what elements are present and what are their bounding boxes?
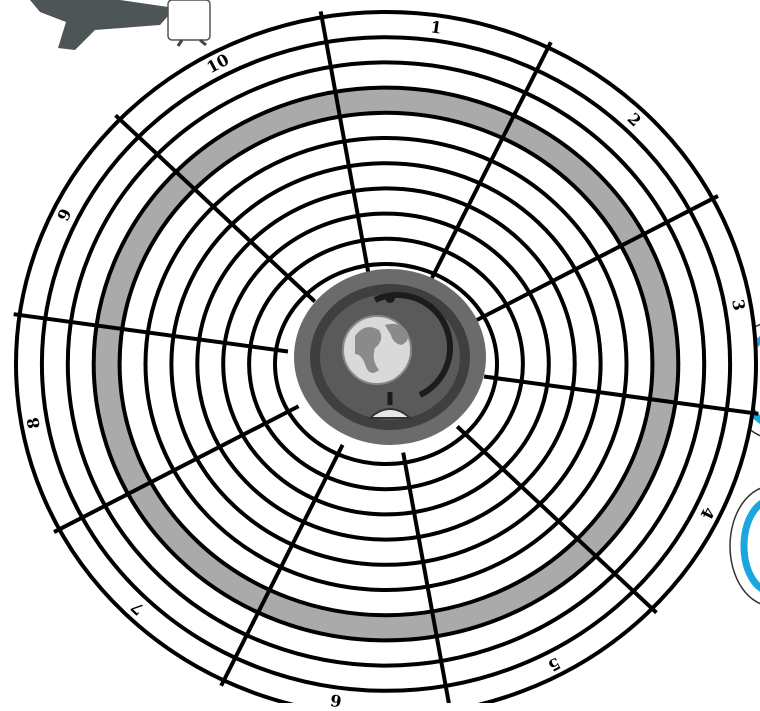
sector-label-6: 6 bbox=[330, 691, 343, 708]
sector-label-1: 1 bbox=[429, 19, 442, 36]
compass-dial-icon[interactable] bbox=[730, 486, 760, 606]
center-hub[interactable] bbox=[294, 269, 486, 445]
airplane-with-traveler-icon bbox=[30, 0, 210, 50]
